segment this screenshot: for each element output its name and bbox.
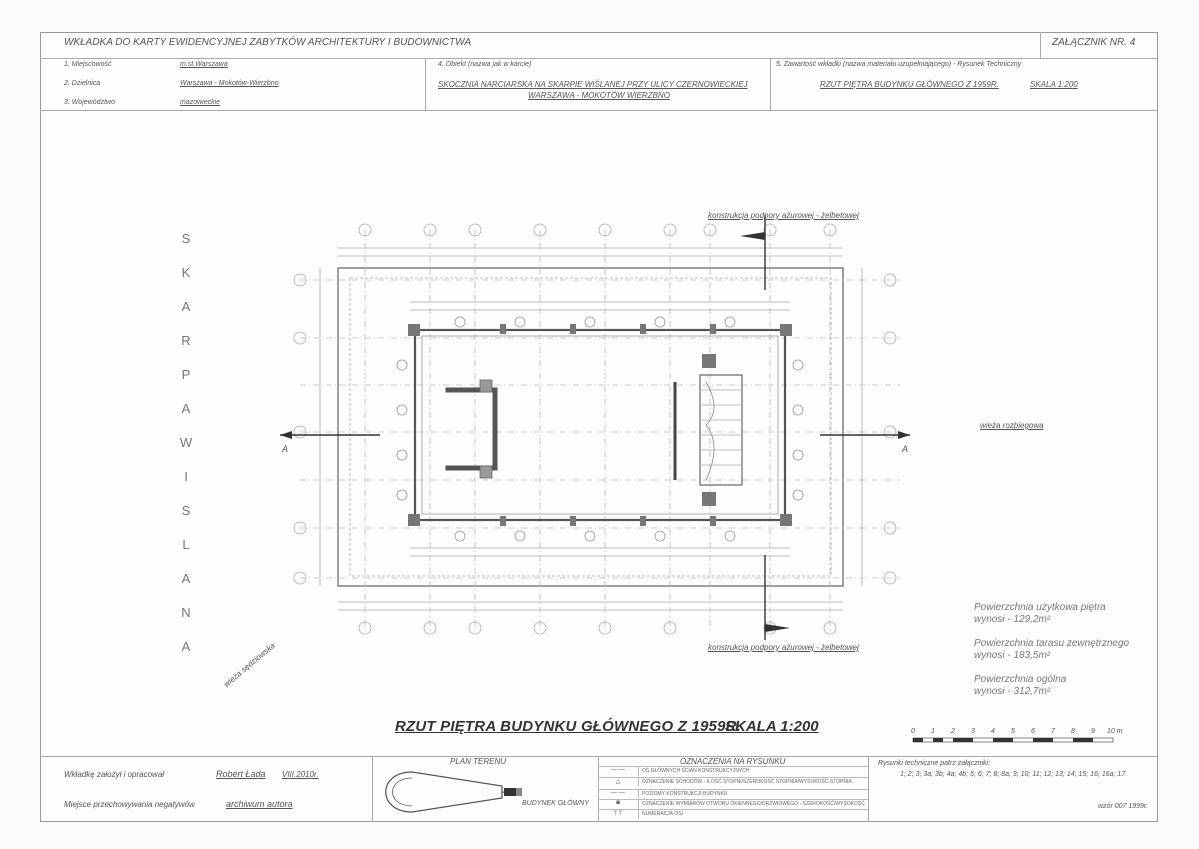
site-plan-drawing <box>385 771 523 813</box>
object-name-line2: WARSZAWA - MOKOTÓW WIERZBNO <box>528 91 670 100</box>
object-name-line1: SKOCZNIA NARCIARSKA NA SKARPIE WIŚLANEJ … <box>438 80 748 89</box>
legend-row: ◙OZNACZENIE WYMIARÓW OTWORU OKIENNEGO/DR… <box>598 799 868 809</box>
header-col-divider <box>425 58 426 110</box>
scale-label-7: 7 <box>1051 728 1055 735</box>
legend-row: △OZNACZENIE SCHODÓW - ILOŚĆ STOPNI/SZERO… <box>598 777 868 789</box>
usable-area-value: wynosi - 129,2m² <box>974 614 1051 625</box>
terrace-area-value: wynosi - 183,5m² <box>974 650 1051 661</box>
scale-label-10: 10 m <box>1107 728 1123 735</box>
footer-top-line <box>40 756 1158 757</box>
scale-label-6: 6 <box>1031 728 1035 735</box>
footer-divider-3 <box>868 756 869 822</box>
terrace-outline <box>337 267 844 587</box>
field-voivodeship-value: mazowieckie <box>180 99 221 106</box>
field-place-label: 1. Miejscowość <box>64 61 112 68</box>
attachment-number: ZAŁĄCZNIK NR. 4 <box>1052 37 1136 48</box>
tech-drawings-label: Rysunki techniczne patrz załączniki: <box>878 760 991 767</box>
form-title: WKŁADKA DO KARTY EWIDENCYJNEJ ZABYTKÓW A… <box>64 37 472 48</box>
content-label: 5. Zawartość wkładki (nazwa materiału uz… <box>776 61 1022 68</box>
scale-label-0: 0 <box>911 728 915 735</box>
scale-label-1: 1 <box>931 728 935 735</box>
document-sheet <box>40 32 1158 822</box>
support-note-bottom: konstrukcja podpory ażurowej - żelbetowe… <box>708 643 859 652</box>
legend-row: — —POZIOMY KONSTRUKCJI BUDYNKU <box>598 789 868 799</box>
section-mark-left: A <box>282 444 289 454</box>
field-district-label: 2. Dzielnica <box>64 80 101 87</box>
negatives-label: Miejsce przechowywania negatywów <box>64 800 195 809</box>
scale-bar <box>912 737 1114 743</box>
legend-row: —·—OŚ GŁÓWNYCH ŚCIAN KONSTRUKCYJNYCH <box>598 766 868 776</box>
tech-drawings-list: 1; 2; 3; 3a; 3b; 4a; 4b; 5; 6; 7; 8; 8a;… <box>900 771 1128 778</box>
header-divider <box>1040 32 1041 58</box>
footer-divider-1 <box>372 756 373 822</box>
field-voivodeship-label: 3. Województwo <box>64 99 115 106</box>
field-district-value: Warszawa - Mokotów-Wierzbno <box>180 80 279 87</box>
scale-label-9: 9 <box>1091 728 1095 735</box>
header-bottom-line <box>40 110 1158 111</box>
building-walls <box>413 328 787 522</box>
made-by-date: VIII.2010r. <box>282 770 319 779</box>
legend-row: ⊤⊤NUMERACJA OSI <box>598 809 868 819</box>
scale-label-2: 2 <box>951 728 955 735</box>
drawing-scale: SKALA 1:200 <box>725 718 819 735</box>
made-by-label: Wkładkę założył i opracował <box>64 770 165 779</box>
total-area-label: Powierzchnia ogólna <box>974 674 1067 685</box>
content-scale: SKALA 1:200 <box>1030 80 1078 89</box>
usable-area-label: Powierzchnia użytkowa piętra <box>974 602 1106 613</box>
site-plan-title: PLAN TERENU <box>450 757 507 766</box>
terrace-area-label: Powierzchnia tarasu zewnętrznego <box>974 638 1130 649</box>
floor-plan-drawing <box>280 215 910 640</box>
scale-label-4: 4 <box>991 728 995 735</box>
drawing-title: RZUT PIĘTRA BUDYNKU GŁÓWNEGO Z 1959R. <box>395 718 742 735</box>
made-by-name: Robert Łada <box>216 769 266 779</box>
header-col-divider-2 <box>770 58 771 110</box>
legend-title: OZNACZENIA NA RYSUNKU <box>680 757 786 766</box>
negatives-value: archiwum autora <box>226 799 293 809</box>
support-note-top: konstrukcja podpory ażurowej - żelbetowe… <box>708 211 859 220</box>
header-line <box>40 58 1158 59</box>
field-place-value: m.st.Warszawa <box>180 61 228 68</box>
scale-label-5: 5 <box>1011 728 1015 735</box>
total-area-value: wynosi - 312,7m² <box>974 686 1051 697</box>
pattern-number: wzór 007 1999r. <box>1098 803 1148 810</box>
section-mark-right: A <box>902 444 909 454</box>
object-label: 4. Obiekt (nazwa jak w karcie) <box>438 61 532 68</box>
scale-label-3: 3 <box>971 728 975 735</box>
content-value: RZUT PIĘTRA BUDYNKU GŁÓWNEGO Z 1959R. <box>820 80 999 89</box>
site-building-label: BUDYNEK GŁÓWNY <box>522 800 589 807</box>
scale-label-8: 8 <box>1071 728 1075 735</box>
run-tower-label: wieża rozbiegowa <box>980 421 1044 430</box>
